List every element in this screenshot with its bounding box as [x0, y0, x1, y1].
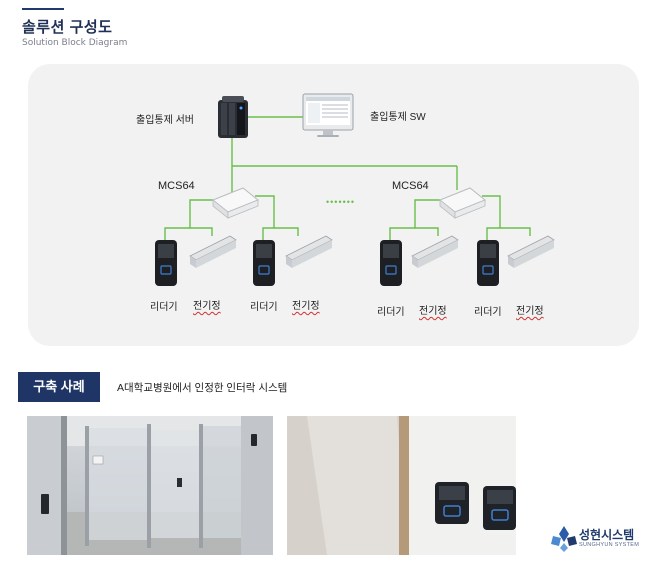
sunghyun-logo-icon [551, 526, 577, 552]
c2-branch-reader-a [389, 199, 440, 240]
example-description-text: A대학교병원에서 인정한 인터락 시스템 [117, 382, 288, 394]
lock-2-label: 전기정 [292, 301, 320, 312]
example-photo-1 [27, 416, 273, 555]
reader-2-label: 리더기 [250, 302, 278, 313]
title-accent-line [22, 8, 64, 10]
controller-1-label: MCS64 [158, 180, 195, 192]
c1-branch-reader-a [164, 199, 213, 240]
company-logo: 성현시스템 SUNGHYUN SYSTEM [551, 524, 651, 552]
page-title: 솔루션 구성도 [22, 19, 113, 36]
photo-1-illustration [27, 416, 273, 555]
reader-1-label: 리더기 [150, 302, 178, 313]
reader-4-icon [477, 240, 499, 286]
reader-3-label: 리더기 [377, 307, 405, 318]
reader-4-label: 리더기 [474, 307, 502, 318]
lock-4-icon [507, 235, 555, 268]
controller-2-label: MCS64 [392, 180, 429, 192]
controller-2-icon [439, 187, 486, 219]
controller-1-icon [212, 187, 259, 219]
ellipsis-dots: ••••••• [326, 197, 356, 207]
example-photo-2 [287, 416, 516, 555]
reader-1-icon [155, 240, 177, 286]
connection-lines [164, 116, 531, 240]
photo-2-illustration [287, 416, 516, 555]
logo-name: 성현시스템 [579, 528, 635, 542]
lock-4-label: 전기정 [516, 306, 544, 317]
server-label: 출입통제 서버 [136, 115, 194, 126]
lock-3-icon [411, 235, 459, 268]
reader-3-icon [380, 240, 402, 286]
c1-branch-lock-b [274, 227, 299, 236]
page-subtitle: Solution Block Diagram [22, 38, 128, 48]
lock-1-label: 전기정 [193, 301, 221, 312]
c2-branch-lock-b [500, 227, 531, 236]
reader-2-icon [253, 240, 275, 286]
server-icon [218, 96, 248, 138]
monitor-icon [302, 93, 354, 137]
logo-sub: SUNGHYUN SYSTEM [579, 542, 640, 548]
example-badge: 구축 사례 [18, 372, 100, 402]
sw-label: 출입통제 SW [370, 112, 426, 123]
lock-3-label: 전기정 [419, 306, 447, 317]
lock-1-icon [189, 235, 237, 268]
c2-branch-lock-a [415, 227, 439, 236]
lock-2-icon [285, 235, 333, 268]
c1-branch-lock-a [190, 227, 213, 236]
example-description: A대학교병원에서 인정한 인터락 시스템 [117, 380, 287, 395]
